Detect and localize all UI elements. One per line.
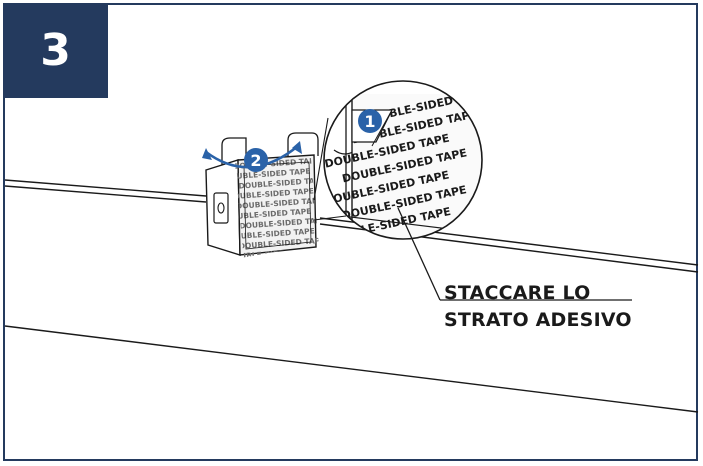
callout-leader — [397, 207, 632, 301]
callout-line-1: STACCARE LO — [444, 282, 591, 304]
step-badge-2: 2 — [244, 148, 268, 172]
badge-1-label: 1 — [364, 112, 375, 131]
magnifier-leader-lines — [313, 117, 347, 221]
peel-adhesive-callout: STACCARE LO STRATO ADESIVO — [444, 280, 632, 334]
instruction-frame — [3, 3, 698, 461]
step-badge-1: 1 — [358, 109, 382, 133]
step-number-badge: 3 — [3, 3, 108, 98]
bracket-with-tape: DOUBLE-SIDED TAPE DOUBLE-SIDED TAPE DOUB… — [205, 132, 319, 258]
callout-line-2: STRATO ADESIVO — [444, 309, 632, 331]
step-number: 3 — [40, 25, 71, 76]
badge-2-label: 2 — [250, 151, 261, 170]
